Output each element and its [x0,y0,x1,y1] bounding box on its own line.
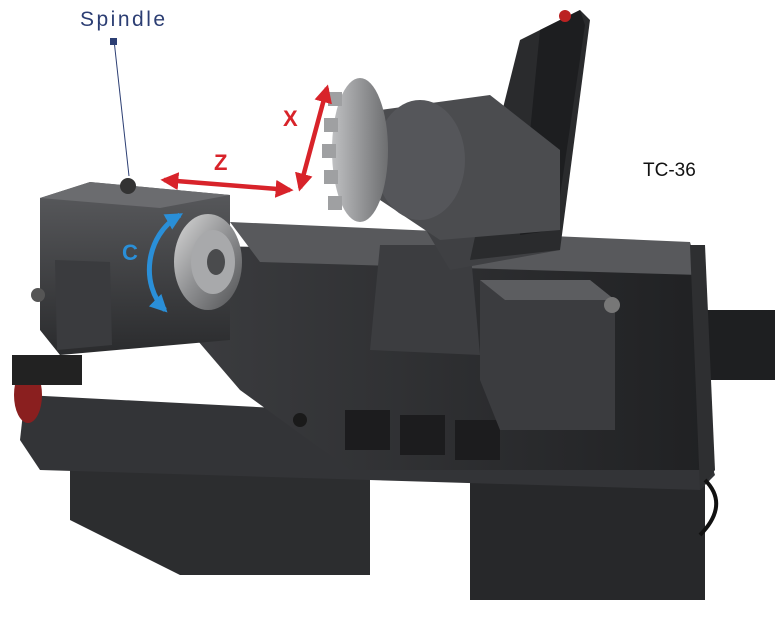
spindle-chuck-bore [207,249,225,275]
headstock-side-panel [55,260,112,350]
c-axis-label: C [122,240,138,265]
turret-disc [332,78,388,222]
cable-hose [698,478,719,537]
z-axis-arrow [160,172,294,198]
z-axis-label: Z [214,150,228,175]
x-axis-arrow [295,84,332,192]
tailstock-center [604,297,620,313]
column-red-cap [559,10,571,22]
right-end-frame [690,245,715,490]
turret-motor [375,100,465,220]
bed-pocket-2 [400,415,445,455]
tailstock-top [480,280,615,300]
c-axis-arrow [146,212,184,313]
lathe-machine [12,10,775,600]
x-axis-label: X [283,106,298,131]
bed-pocket-3 [455,420,500,460]
carriage [370,245,480,355]
coolant-tank [12,355,82,385]
base-foot-right [470,480,705,600]
bed-bolt [293,413,307,427]
tailstock [480,280,615,430]
spindle-leader-line [113,39,130,177]
headstock-top [40,182,230,208]
base-foot-left [70,470,370,575]
spindle-label: Spindle [80,8,168,31]
headstock-left-fitting [31,288,45,302]
spindle-leader-dot [110,38,117,45]
model-name-label: TC-36 [643,160,696,181]
bed-pocket-1 [345,410,390,450]
headstock-knob [120,178,136,194]
tailstock-quill-housing [705,310,775,380]
